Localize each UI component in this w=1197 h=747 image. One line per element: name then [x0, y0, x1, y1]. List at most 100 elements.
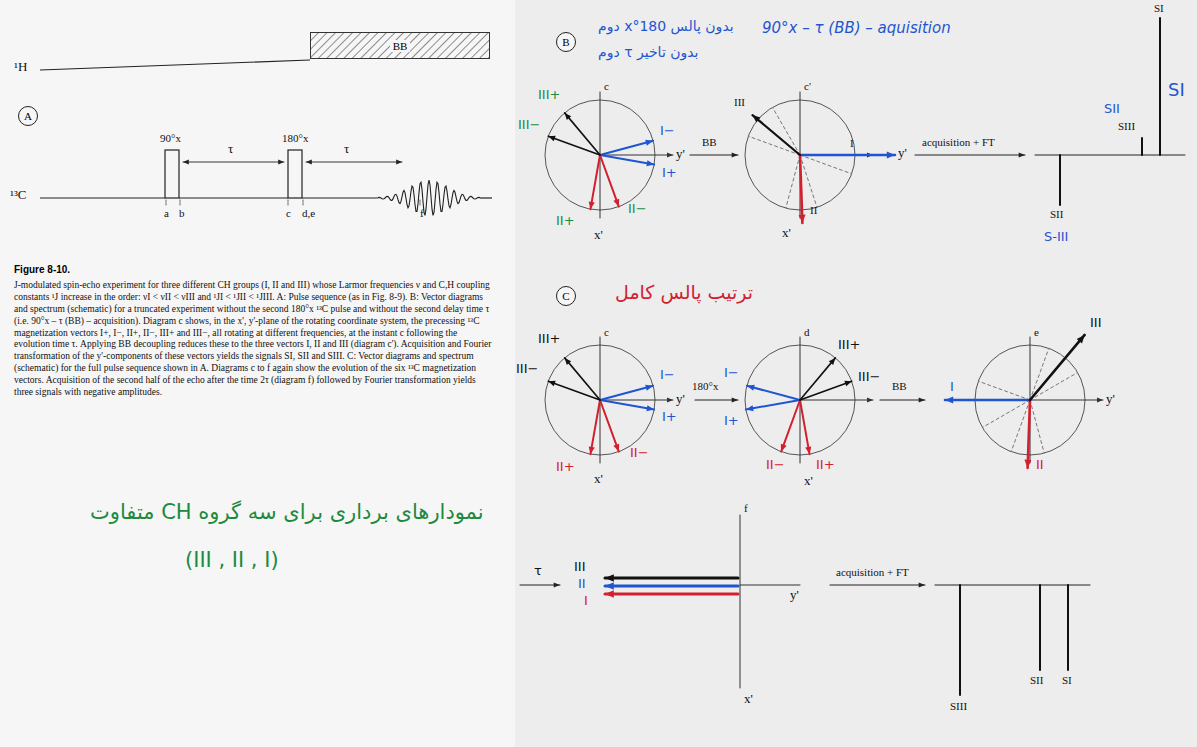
step-arrow-head: [1019, 152, 1025, 157]
magnetization-vector: [605, 585, 738, 588]
vector-label: I−: [724, 366, 739, 381]
y-axis: [600, 400, 673, 401]
handwritten-note: نمودارهای برداری برای سه گروه CH متفاوت: [90, 500, 484, 524]
step-arrow-head: [919, 397, 925, 402]
diagram-label: c': [804, 80, 811, 93]
trace-line: [1030, 348, 1049, 400]
magnetization-vector-head: [753, 115, 761, 122]
time-tick: [166, 200, 167, 205]
step-arrow: [695, 399, 738, 400]
magnetization-vector: [590, 400, 600, 454]
diagram-label: c: [604, 80, 609, 93]
magnetization-vector-head: [844, 381, 851, 386]
magnetization-vector-head: [645, 385, 653, 391]
node-text: A: [24, 110, 32, 122]
trace-line: [773, 107, 801, 155]
magnetization-vector: [746, 400, 800, 410]
node-text: C: [562, 290, 569, 302]
trace-line: [786, 155, 800, 208]
vector-label: II−: [628, 202, 647, 217]
magnetization-vector-head: [1024, 460, 1031, 468]
panel-letter: A: [18, 106, 38, 126]
diagram-label: e: [1034, 326, 1039, 339]
channel-label: ¹H: [14, 60, 27, 75]
delay-arrow: [306, 162, 402, 163]
handwritten-note: ترتیب پالس کامل: [615, 282, 753, 304]
magnetization-vector-head: [613, 199, 619, 207]
y-axis: [800, 400, 873, 401]
magnetization-vector-head: [646, 160, 654, 166]
panel-letter: C: [556, 286, 576, 306]
vector-label: I: [584, 594, 588, 609]
magnetization-vector-head: [781, 444, 787, 452]
magnetization-vector-head: [945, 397, 953, 404]
signal-label: SIII: [950, 700, 967, 713]
signal-label: SI: [1154, 2, 1164, 15]
vector-label: I: [950, 380, 954, 395]
signal-label: SI: [1062, 674, 1072, 687]
vector-label: II: [578, 577, 586, 592]
axis-label: y': [898, 146, 907, 161]
signal-peak: [1059, 155, 1061, 205]
vector-label: I+: [662, 410, 677, 425]
axis-label: y': [676, 392, 685, 407]
signal-label: SII: [1050, 208, 1063, 221]
step-label: τ: [534, 564, 542, 579]
magnetization-vector: [600, 400, 619, 452]
magnetization-vector-head: [565, 113, 572, 120]
proton-channel: [40, 60, 310, 70]
signal-peak: [959, 585, 961, 695]
magnetization-vector-head: [747, 385, 755, 391]
delay-arrow-head: [396, 160, 402, 165]
vector-label: II: [810, 204, 817, 217]
decoupling-band: BB: [310, 32, 490, 59]
carbon-channel: [179, 197, 288, 198]
spectrum-baseline: [935, 585, 1090, 586]
handwritten-note: SII: [1104, 102, 1120, 117]
magnetization-vector: [747, 386, 800, 400]
axis-label: x': [594, 472, 603, 487]
step-arrow: [915, 154, 1025, 155]
step-arrow: [830, 584, 925, 585]
delay-label: τ: [228, 142, 233, 157]
magnetization-vector: [600, 386, 653, 400]
y-axis-head: [867, 398, 873, 403]
magnetization-vector-head: [1077, 335, 1085, 344]
vector-label: II+: [556, 460, 575, 475]
pulse-label: 90°x: [160, 132, 181, 145]
trace-line: [748, 136, 800, 155]
step-arrow-head: [732, 152, 738, 157]
figure-title: Figure 8-10.: [14, 264, 70, 275]
figure-caption: J-modulated spin-echo experiment for thr…: [14, 280, 494, 399]
node-text: B: [562, 36, 569, 48]
handwritten-note: (III , II , I): [185, 548, 279, 572]
vector-label: I−: [660, 124, 675, 139]
handwritten-note: S-III: [1044, 230, 1068, 245]
spectrum-baseline: [1035, 155, 1185, 156]
pulse-label: 180°x: [282, 132, 308, 145]
step-label: BB: [702, 136, 717, 149]
carbon-channel: [302, 197, 378, 198]
step-arrow-head: [919, 582, 925, 587]
vector-label: III+: [538, 88, 560, 103]
magnetization-vector-head: [565, 358, 572, 365]
step-label: acquisition + FT: [922, 136, 995, 149]
vector-label: III: [734, 96, 745, 109]
magnetization-vector: [1028, 400, 1030, 468]
step-label: acquisition + FT: [836, 566, 909, 579]
y-axis-head: [1097, 398, 1103, 403]
time-tick: [288, 200, 289, 205]
axis-label: y': [1106, 392, 1115, 407]
pulse-180: [288, 150, 302, 198]
diagram-label: d: [804, 326, 810, 339]
vector-label: II+: [816, 458, 835, 473]
magnetization-vector: [605, 593, 738, 596]
vector-label: III−: [518, 118, 540, 133]
vector-label: III+: [538, 332, 560, 347]
magnetization-vector-head: [887, 152, 895, 159]
magnetization-vector: [600, 155, 619, 207]
magnetization-vector-head: [605, 582, 614, 589]
magnetization-vector-head: [589, 446, 595, 454]
time-point: d,e: [302, 207, 315, 220]
